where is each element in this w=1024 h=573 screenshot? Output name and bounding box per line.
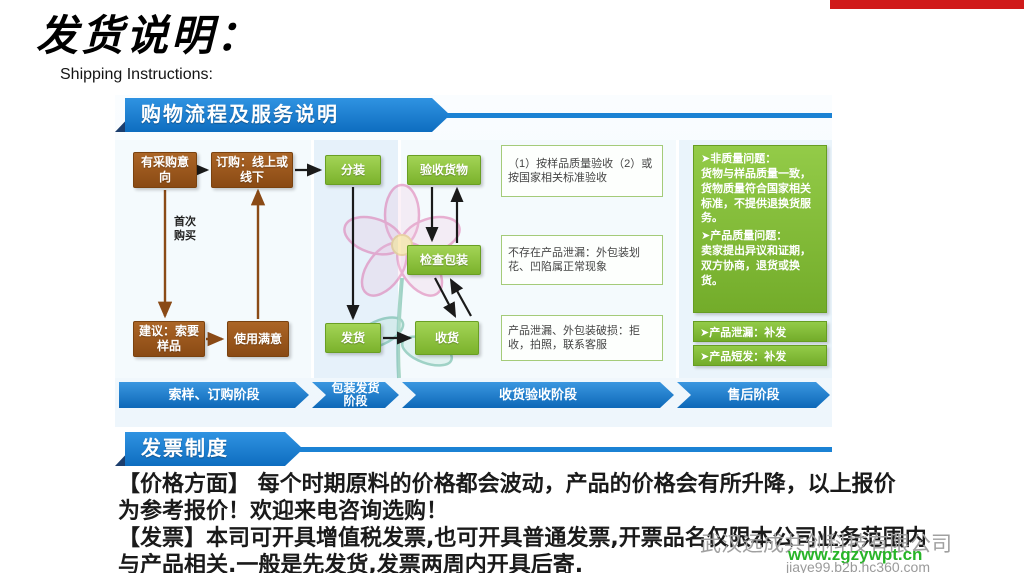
flow-box-check-packaging: 检查包装 xyxy=(407,245,481,275)
quality-issue-body: 卖家提出异议和证期，双方协商，退货或换货。 xyxy=(701,245,811,287)
phase-sample-order: 索样、订购阶段 xyxy=(119,382,309,408)
flow-box-ship: 发货 xyxy=(325,323,381,353)
non-quality-issue-body: 货物与样品质量一致，货物质量符合国家相关标准，不提供退换货服务。 xyxy=(701,167,811,225)
column-separator xyxy=(398,140,401,378)
flow-box-packing: 分装 xyxy=(325,155,381,185)
top-red-bar xyxy=(830,0,1024,9)
column-separator xyxy=(311,140,314,378)
flow-box-purchase-intent: 有采购意向 xyxy=(133,152,197,188)
page-subtitle: Shipping Instructions: xyxy=(60,66,213,83)
note-acceptance-standard: （1）按样品质量验收（2）或按国家相关标准验收 xyxy=(501,145,663,197)
flow-label-first-purchase: 首次购买 xyxy=(174,216,196,243)
supplement-leakage-box: ➤产品泄漏：补发 xyxy=(693,321,827,342)
flow-box-request-sample: 建议：索要样品 xyxy=(133,321,205,357)
banner-rule-line xyxy=(300,447,832,452)
page-title: 发货说明： xyxy=(36,11,262,60)
note-leakage-action: 产品泄漏、外包装破损：拒收，拍照，联系客服 xyxy=(501,315,663,361)
watermark-b2b-url: jiaye99.b2b.hc360.com xyxy=(786,559,930,573)
note-no-leakage-normal: 不存在产品泄漏：外包装划花、凹陷属正常现象 xyxy=(501,235,663,285)
flow-box-satisfied: 使用满意 xyxy=(227,321,289,357)
column-separator xyxy=(676,140,679,378)
flow-box-order: 订购：线上或线下 xyxy=(211,152,293,188)
non-quality-issue-title: ➤非质量问题： xyxy=(701,153,777,165)
flow-section-banner: 购物流程及服务说明 xyxy=(115,98,832,132)
shopping-flow-diagram: 购物流程及服务说明 xyxy=(115,95,832,427)
watermark-company: 武汉远成共创科技有限公司 xyxy=(700,533,952,556)
invoice-paragraph-line-2: 与产品相关.一般是先发货,发票两周内开具后寄. xyxy=(118,553,584,573)
flow-box-inspect-goods: 验收货物 xyxy=(407,155,481,185)
quality-issue-title: ➤产品质量问题： xyxy=(701,230,788,243)
after-sales-policy-panel: ➤非质量问题： 货物与样品质量一致，货物质量符合国家相关标准，不提供退换货服务。… xyxy=(693,145,827,313)
invoice-section-banner: 发票制度 xyxy=(115,432,832,466)
price-paragraph-line-2: 为参考报价！欢迎来电咨询选购！ xyxy=(118,499,449,524)
watermark-site-url: www.zgzywpt.cn xyxy=(788,545,923,564)
supplement-shortship-box: ➤产品短发：补发 xyxy=(693,345,827,366)
flow-box-receive: 收货 xyxy=(415,321,479,355)
phase-receiving-inspection: 收货验收阶段 xyxy=(402,382,674,408)
flow-arrows xyxy=(157,163,472,347)
phase-after-sales: 售后阶段 xyxy=(677,382,830,408)
invoice-paragraph-line-1: 【发票】本司可开具增值税发票,也可开具普通发票,开票品名仅限本公司业务范围内 xyxy=(118,526,927,551)
flow-banner-title: 购物流程及服务说明 xyxy=(125,98,450,132)
price-paragraph-line-1: 【价格方面】 每个时期原料的价格都会波动，产品的价格会有所升降，以上报价 xyxy=(118,472,896,497)
phase-packing-shipping: 包装发货阶段 xyxy=(312,382,399,408)
banner-rule-line xyxy=(447,113,832,118)
invoice-banner-title: 发票制度 xyxy=(125,432,303,466)
